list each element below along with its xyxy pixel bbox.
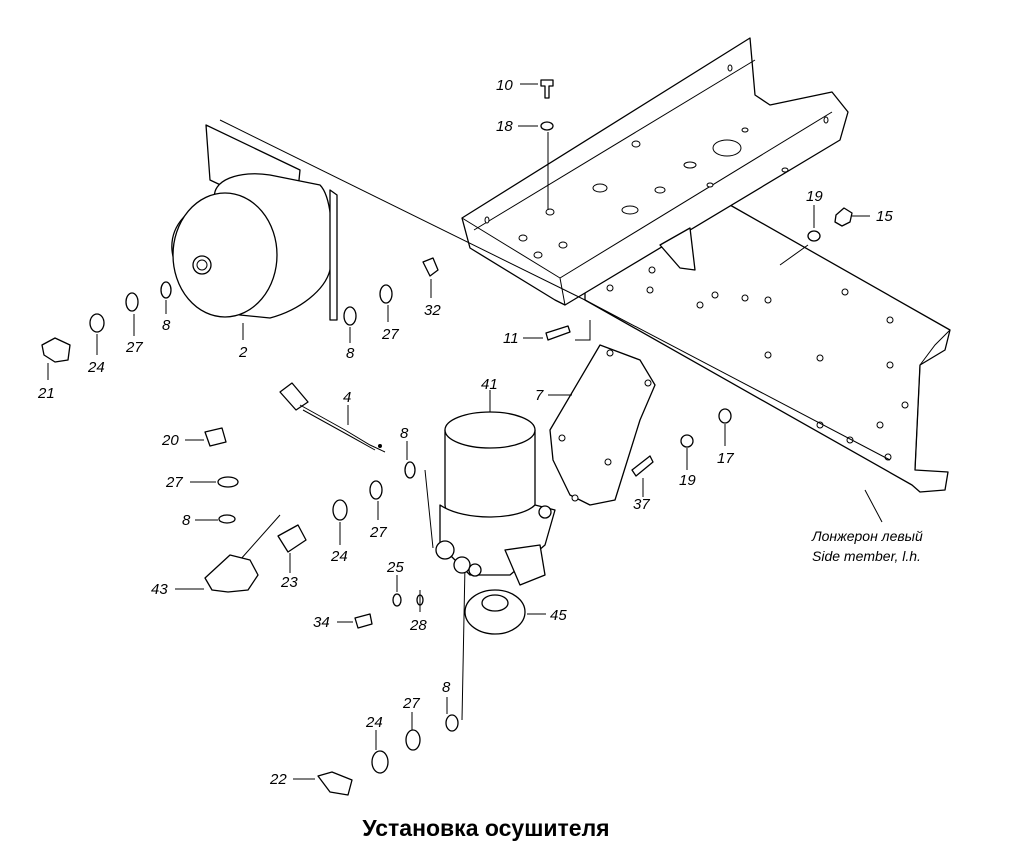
- label-23: 23: [280, 574, 298, 591]
- side-member-label-en: Side member, l.h.: [812, 548, 921, 564]
- label-24: 24: [365, 714, 383, 731]
- part-labels: 10 18 19 15 2 8 8 27 27 32 11 7 24 21 4 …: [37, 77, 893, 788]
- label-2: 2: [238, 344, 248, 361]
- label-8: 8: [162, 317, 171, 334]
- label-41: 41: [481, 376, 498, 393]
- label-4: 4: [343, 389, 351, 406]
- label-18: 18: [496, 118, 513, 135]
- label-25: 25: [386, 559, 404, 576]
- label-27: 27: [381, 326, 399, 343]
- label-27: 27: [369, 524, 387, 541]
- label-21: 21: [37, 385, 55, 402]
- label-27: 27: [165, 474, 183, 491]
- label-22: 22: [269, 771, 287, 788]
- label-37: 37: [633, 496, 650, 513]
- label-28: 28: [409, 617, 427, 634]
- label-34: 34: [313, 614, 330, 631]
- label-17: 17: [717, 450, 734, 467]
- air-drier-assembly: [435, 411, 556, 635]
- label-43: 43: [151, 581, 168, 598]
- callout-lines: [47, 83, 870, 780]
- label-27: 27: [125, 339, 143, 356]
- mounting-channel-bracket: [461, 37, 849, 306]
- label-15: 15: [876, 208, 893, 225]
- label-10: 10: [496, 77, 513, 94]
- air-receiver-tank: [171, 124, 338, 321]
- label-8: 8: [400, 425, 409, 442]
- leader-lines: [219, 119, 891, 721]
- label-8: 8: [442, 679, 451, 696]
- label-19: 19: [806, 188, 823, 205]
- label-24: 24: [330, 548, 348, 565]
- label-8: 8: [346, 345, 355, 362]
- label-11: 11: [503, 330, 519, 347]
- side-member-frame: [584, 204, 951, 493]
- label-8: 8: [182, 512, 191, 529]
- label-19: 19: [679, 472, 696, 489]
- bracket-plate: [549, 344, 656, 506]
- label-27: 27: [402, 695, 420, 712]
- side-member-label-ru: Лонжерон левый: [811, 528, 923, 544]
- diagram-title: Установка осушителя: [362, 815, 610, 841]
- label-24: 24: [87, 359, 105, 376]
- sensor-with-wire: [279, 382, 386, 453]
- label-20: 20: [161, 432, 179, 449]
- label-32: 32: [424, 302, 441, 319]
- fittings-and-seals: [41, 79, 853, 796]
- label-45: 45: [550, 607, 567, 624]
- label-7: 7: [535, 387, 544, 404]
